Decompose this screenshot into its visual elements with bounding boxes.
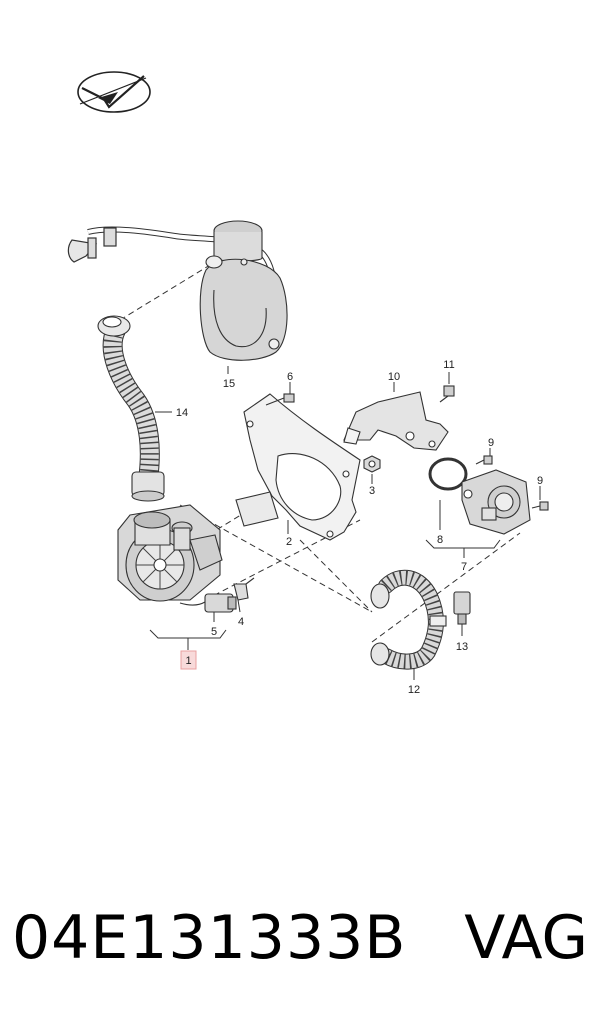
part-7-combination-valve [461,469,531,535]
callout-8: 8 [437,534,443,546]
part-11-screw [439,385,455,403]
part-number: 04E131333B [12,893,592,983]
callout-3: 3 [369,485,375,497]
part-2-bracket [235,393,361,541]
part-14-corrugated-hose [97,315,165,502]
part-8-o-ring [428,457,468,491]
part-3-nut [363,455,381,473]
callout-9-upper: 9 [488,437,494,449]
callout-1-highlight [180,650,197,670]
callout-4: 4 [238,616,244,628]
callout-9-lower: 9 [537,475,543,487]
part-10-valve-bracket [343,391,449,451]
callout-15: 15 [223,378,235,390]
part-number-text: 04E131333B [12,903,407,973]
callout-leaders [155,366,541,680]
callout-11: 11 [443,359,454,371]
part-4-clip [233,577,255,601]
part-15-housing [199,220,288,361]
callout-14: 14 [176,407,188,419]
callout-5: 5 [211,626,217,638]
group-brackets [149,539,501,650]
callout-1: 1 [185,655,191,667]
callout-6: 6 [287,371,293,383]
part-9-screws [475,455,549,511]
part-6-screw [265,393,295,406]
part-5-connector [179,593,237,613]
callout-12: 12 [408,684,420,696]
callout-labels: 1 2 3 4 5 6 7 8 9 9 10 11 12 13 14 15 [176,359,543,696]
callout-13: 13 [456,641,468,653]
part-13-connector [453,591,471,625]
callout-10: 10 [388,371,400,383]
part-12-pipe [370,569,447,670]
part-1-air-pump [117,504,223,602]
callout-2: 2 [286,536,292,548]
callout-7: 7 [461,561,467,573]
checkmark-oval-logo [77,71,151,113]
brand-label: VAG [464,903,588,973]
